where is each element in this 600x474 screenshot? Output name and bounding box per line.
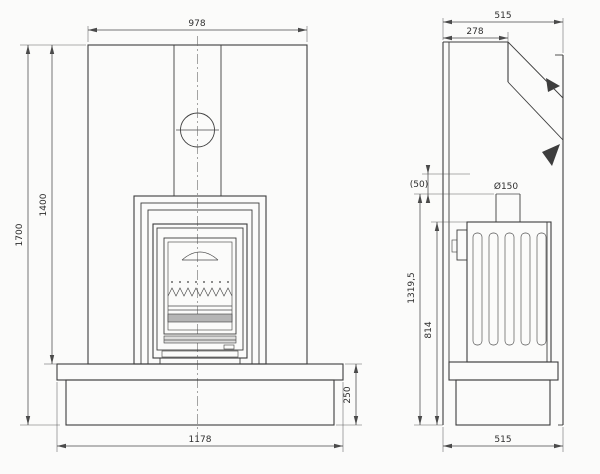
hood-outer-slant — [507, 41, 564, 99]
air-vent-strip — [163, 335, 237, 344]
side-dimensions: 515 278 (50) Ø150 1319,5 814 515 — [407, 11, 564, 452]
hearth-plinth — [65, 379, 335, 426]
flame-zigzag — [167, 287, 233, 297]
baffle-arc — [181, 251, 219, 261]
stove-insert-front — [152, 223, 248, 364]
dim-side-stove-height: 814 — [424, 321, 434, 338]
dim-front-base-height: 250 — [343, 386, 353, 403]
flue-pipe-side — [495, 193, 521, 222]
stove-door-glass — [167, 241, 233, 331]
side-view — [442, 41, 564, 426]
hearth-slab-side — [448, 361, 559, 381]
connection-box — [456, 229, 468, 261]
dim-side-top-depth: 515 — [494, 11, 511, 21]
stove-door-frame — [163, 237, 237, 335]
hearth-slab — [56, 363, 344, 381]
stove-body-side — [451, 221, 552, 363]
door-latch — [223, 344, 235, 350]
dim-side-chase-depth: 278 — [466, 27, 483, 37]
hearth-base-front — [56, 363, 344, 426]
hearth-base-side — [448, 361, 563, 426]
dim-flue-diameter: Ø150 — [494, 181, 519, 192]
log-retainer — [167, 313, 233, 323]
dim-side-flue-height: 1319,5 — [407, 272, 417, 304]
dim-front-top-width: 978 — [188, 19, 205, 29]
ember-dots — [171, 281, 229, 283]
front-view — [56, 36, 344, 436]
ash-drawer — [161, 350, 239, 358]
front-dimensions: 978 1700 1400 250 1178 — [15, 19, 362, 452]
airflow-arrow — [546, 78, 560, 92]
dim-side-flue-gap: (50) — [410, 180, 428, 190]
hood-inner-slant — [507, 81, 564, 141]
dim-front-base-width: 1178 — [189, 435, 212, 445]
dim-front-total-height: 1700 — [15, 223, 25, 246]
airflow-arrow — [542, 144, 560, 166]
dim-front-breast-height: 1400 — [39, 193, 49, 216]
dim-side-base-depth: 515 — [494, 435, 511, 445]
hearth-plinth-side — [455, 379, 551, 426]
